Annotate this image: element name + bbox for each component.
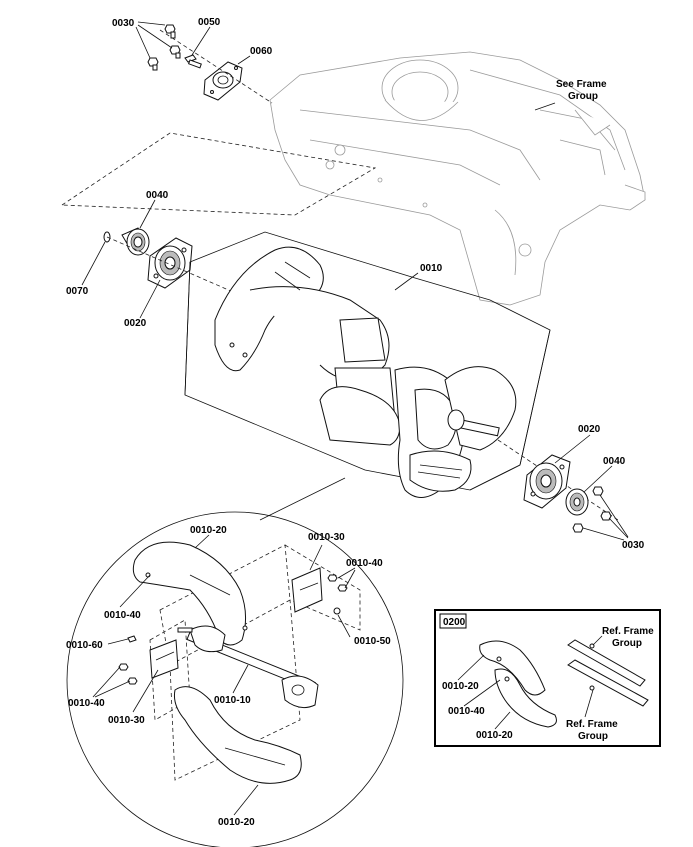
label-0070: 0070 [66, 286, 89, 297]
label-0010-60: 0010-60 [66, 640, 103, 651]
label-box-0200: 0200 [443, 617, 466, 628]
label-0010: 0010 [420, 263, 443, 274]
label-0010-40-bottom-left: 0010-40 [68, 698, 105, 709]
label-0020-right: 0020 [578, 424, 601, 435]
bearing-group-right [497, 439, 619, 533]
label-0010-50: 0010-50 [354, 636, 391, 647]
label-0040-left: 0040 [146, 190, 169, 201]
label-0050: 0050 [198, 17, 221, 28]
bearing-group-left [61, 132, 377, 296]
label-0060: 0060 [250, 46, 273, 57]
kit-box-0200 [434, 609, 661, 747]
detail-circle [66, 477, 404, 847]
label-box-ref-frame-2b: Group [578, 731, 608, 742]
label-see-frame-1: See Frame [556, 79, 607, 90]
auger-assembly [184, 231, 551, 498]
label-0010-30-bottom-left: 0010-30 [108, 715, 145, 726]
label-0010-20-top: 0010-20 [190, 525, 227, 536]
label-0030-right: 0030 [622, 540, 645, 551]
label-box-0010-40: 0010-40 [448, 706, 485, 717]
label-box-0010-20-b: 0010-20 [476, 730, 513, 741]
label-box-0010-20-a: 0010-20 [442, 681, 479, 692]
label-0010-40-left: 0010-40 [104, 610, 141, 621]
label-box-ref-frame-1b: Group [612, 638, 642, 649]
label-0020-left: 0020 [124, 318, 147, 329]
leader-lines [81, 21, 629, 816]
label-0010-30-top: 0010-30 [308, 532, 345, 543]
label-box-ref-frame-2a: Ref. Frame [566, 719, 618, 730]
label-0040-right: 0040 [603, 456, 626, 467]
label-0030-top: 0030 [112, 18, 135, 29]
label-0010-40-right: 0010-40 [346, 558, 383, 569]
label-box-ref-frame-1a: Ref. Frame [602, 626, 654, 637]
label-0010-10: 0010-10 [214, 695, 251, 706]
auger-housing-frame [269, 51, 646, 306]
label-see-frame-2: Group [568, 91, 598, 102]
callout-labels: 0030 0050 0060 See Frame Group 0040 0070… [66, 17, 654, 828]
label-0010-20-bottom: 0010-20 [218, 817, 255, 828]
hardware-top [147, 24, 273, 104]
